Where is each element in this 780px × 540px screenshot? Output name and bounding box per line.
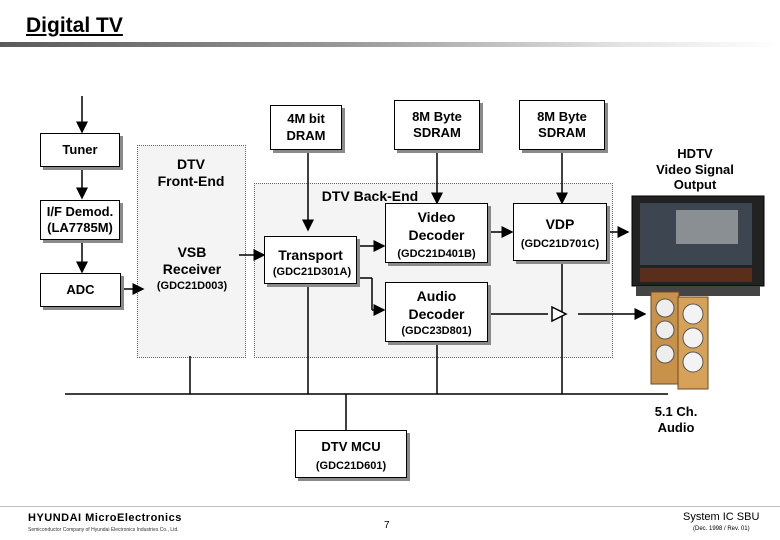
vsb-receiver-label: VSB Receiver [162, 244, 222, 277]
dtv-mcu-code: (GDC21D601) [315, 460, 387, 472]
speaker-icon [650, 291, 709, 390]
page-number: 7 [384, 520, 390, 531]
audio-output-label: 5.1 Ch. Audio [654, 404, 698, 435]
video-decoder-code: (GDC21D401B) [397, 248, 476, 260]
vdp-label: VDP [545, 216, 575, 232]
transport-block: Transport [264, 236, 357, 284]
tv-icon [631, 195, 765, 296]
footer-rule [0, 506, 780, 507]
audio-decoder-code: (GDC23D801) [401, 325, 472, 337]
transport-code: (GDC21D301A) [272, 266, 352, 278]
hdtv-output-label: HDTV Video Signal Output [656, 146, 734, 193]
transport-label: Transport [278, 247, 343, 263]
audio-decoder-label: Audio Decoder [408, 288, 465, 322]
tuner-block: Tuner [40, 133, 120, 167]
amplifier-icon [551, 305, 568, 323]
company-logo: HYUNDAI MicroElectronics [28, 512, 182, 524]
video-decoder-label: Video Decoder [408, 209, 465, 243]
page-title: Digital TV [26, 14, 123, 37]
if-demod-block: I/F Demod. (LA7785M) [40, 200, 120, 240]
front-end-label: DTV Front-End [157, 156, 225, 189]
company-tagline: Semiconductor Company of Hyundai Electro… [28, 527, 179, 533]
dtv-mcu-block: DTV MCU [295, 430, 407, 478]
sdram-8m-block-a: 8M Byte SDRAM [394, 100, 480, 150]
dtv-mcu-label: DTV MCU [321, 439, 381, 454]
front-end-region [137, 145, 246, 358]
vdp-block: VDP [513, 203, 607, 261]
sdram-8m-block-b: 8M Byte SDRAM [519, 100, 605, 150]
vsb-receiver-code: (GDC21D003) [156, 280, 228, 292]
video-decoder-block: Video Decoder [385, 203, 488, 263]
dram-4m-block: 4M bit DRAM [270, 105, 342, 150]
vdp-code: (GDC21D701C) [520, 238, 600, 250]
back-end-label: DTV Back-End [321, 188, 419, 204]
adc-block: ADC [40, 273, 121, 307]
audio-decoder-block: Audio Decoder [385, 282, 488, 342]
title-rule [0, 42, 780, 47]
division-label: System IC SBU [683, 511, 760, 523]
revision-label: (Dec. 1998 / Rev. 01) [693, 526, 750, 532]
